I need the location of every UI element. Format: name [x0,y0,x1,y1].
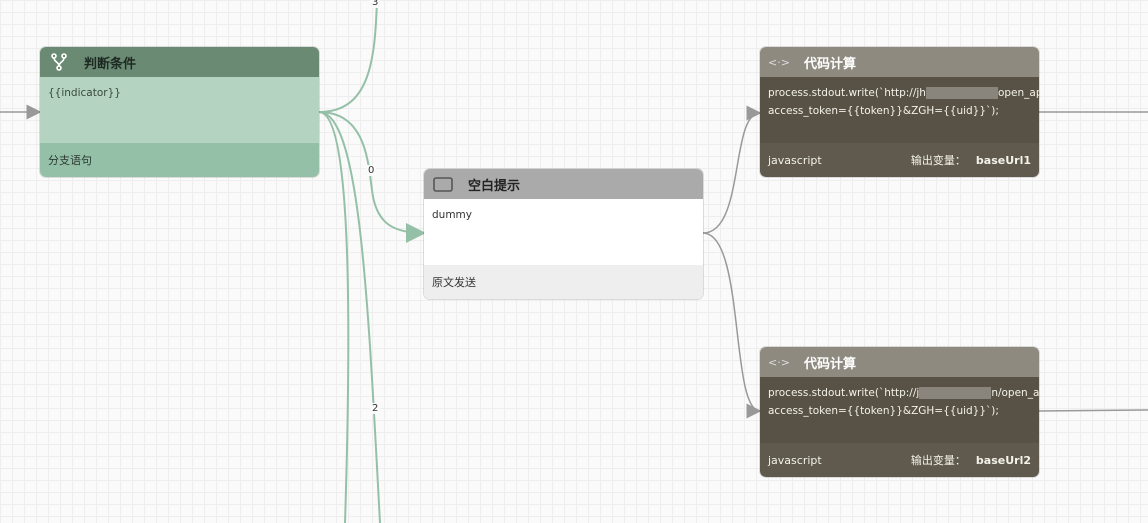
edge-blank-code2 [702,232,762,419]
edge-branch-2 [318,111,381,523]
condition-node[interactable]: 判断条件 {{indicator}} 分支语句 [40,47,319,177]
code-line: process.stdout.write(`http://jh [768,87,926,99]
redacted-region [919,387,992,399]
code-node-1[interactable]: <·> 代码计算 process.stdout.write(`http://jh… [760,47,1039,177]
edge-label: 0 [366,165,377,176]
code-icon: <·> [768,55,790,69]
square-icon [432,175,454,193]
node-title: 判断条件 [84,56,137,72]
node-content: {{indicator}} [40,77,319,143]
branch-icon [48,53,70,71]
edge-branch-0 [318,111,426,243]
code-line: n/open_api/c [991,387,1039,399]
output-label: 输出变量： [910,154,966,167]
language-label: javascript [768,153,822,167]
node-header: <·> 代码计算 [760,47,1039,77]
redacted-region [925,87,998,99]
edge-label: 2 [370,403,381,414]
node-header: <·> 代码计算 [760,347,1039,377]
node-content: dummy [424,199,703,265]
node-content: process.stdout.write(`http://j n/open_api… [760,377,1039,443]
output-variable: baseUrl2 [975,454,1031,467]
code-line: open_api/c [997,87,1039,99]
code-node-2[interactable]: <·> 代码计算 process.stdout.write(`http://j n… [760,347,1039,477]
node-footer: 分支语句 [48,154,92,167]
edge-blank-code1 [702,105,762,234]
edge-branch-a [318,111,350,523]
edge-label: 3 [370,0,381,8]
output-label: 输出变量： [910,454,966,467]
node-footer: 原文发送 [432,276,476,289]
code-line: process.stdout.write(`http://j [768,387,920,399]
language-label: javascript [768,453,822,467]
blank-node[interactable]: 空白提示 dummy 原文发送 [424,169,703,299]
node-title: 空白提示 [468,178,521,194]
node-title: 代码计算 [804,56,857,72]
output-variable: baseUrl1 [975,154,1031,167]
node-header: 空白提示 [424,169,703,199]
code-icon: <·> [768,355,790,369]
edge-code2-out [1038,409,1148,412]
node-title: 代码计算 [804,356,857,372]
edge-branch-3 [318,0,378,113]
node-content: process.stdout.write(`http://jh open_api/… [760,77,1039,143]
code-line: access_token={{token}}&ZGH={{uid}}`); [768,405,999,417]
code-line: access_token={{token}}&ZGH={{uid}}`); [768,105,999,117]
node-header: 判断条件 [40,47,319,77]
